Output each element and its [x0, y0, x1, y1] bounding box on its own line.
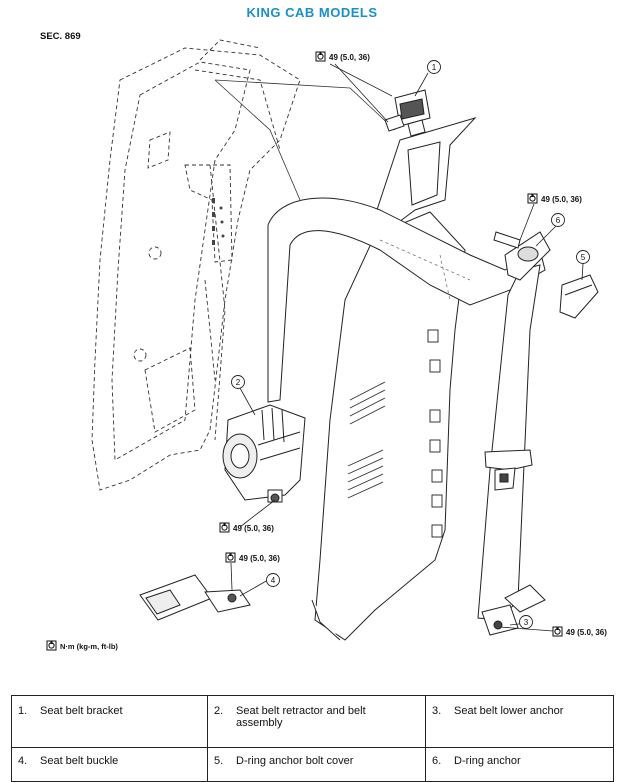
callout-2: 2: [236, 378, 241, 387]
d-ring-cover: [559, 274, 599, 319]
d-ring-anchor: [493, 231, 551, 281]
part-name: Seat belt retractor and belt assembly: [236, 705, 366, 729]
body-panel: [91, 39, 301, 491]
part-name: D-ring anchor: [454, 755, 521, 767]
body-panel-holes: [212, 198, 225, 245]
seat-belt-diagram: 49 (5.0, 36) 49 (5.0, 36) 49 (5.0, 36) 4…: [46, 39, 607, 651]
legend-cell: 2. Seat belt retractor and belt assembly: [207, 695, 426, 748]
pillar-clips: [427, 329, 443, 538]
part-number: 1.: [18, 705, 28, 717]
legend-cell: 4. Seat belt buckle: [11, 747, 208, 782]
torque-label-buckle: 49 (5.0, 36): [239, 554, 280, 563]
seat-belt-bracket: [384, 89, 431, 137]
retractor: [222, 404, 306, 503]
torque-label-d-ring: 49 (5.0, 36): [541, 195, 582, 204]
unit-legend: N·m (kg-m, ft-lb): [60, 642, 118, 651]
part-name: D-ring anchor bolt cover: [236, 755, 354, 767]
part-number: 2.: [214, 705, 224, 717]
belt-dashes: [379, 239, 471, 301]
torque-label-bracket: 49 (5.0, 36): [329, 53, 370, 62]
pillar-vent: [347, 381, 386, 499]
legend-cell: 1. Seat belt bracket: [11, 695, 208, 748]
parts-legend-table: 1. Seat belt bracket 2. Seat belt retracto…: [11, 695, 614, 782]
part-number: 6.: [432, 755, 442, 767]
legend-cell: 6. D-ring anchor: [425, 747, 614, 782]
page-title: KING CAB MODELS: [246, 5, 378, 20]
part-number: 5.: [214, 755, 224, 767]
legend-cell: 3. Seat belt lower anchor: [425, 695, 614, 748]
callout-6: 6: [556, 216, 561, 225]
torque-label-retractor: 49 (5.0, 36): [233, 524, 274, 533]
part-number: 3.: [432, 705, 442, 717]
part-number: 4.: [18, 755, 28, 767]
tongue-plate: [484, 449, 533, 491]
callout-3: 3: [524, 618, 529, 627]
seat-belt-buckle: [139, 574, 251, 621]
torque-label-lower-anchor: 49 (5.0, 36): [566, 628, 607, 637]
section-code: SEC. 869: [40, 31, 81, 42]
part-name: Seat belt bracket: [40, 705, 123, 717]
part-name: Seat belt lower anchor: [454, 705, 564, 717]
callout-5: 5: [581, 253, 586, 262]
legend-cell: 5. D-ring anchor bolt cover: [207, 747, 426, 782]
callout-1: 1: [432, 63, 437, 72]
callout-4: 4: [271, 576, 276, 585]
part-name: Seat belt buckle: [40, 755, 119, 767]
table-row: 4. Seat belt buckle 5. D-ring anchor bolt …: [11, 747, 614, 782]
belt-webbing: [267, 197, 546, 621]
table-row: 1. Seat belt bracket 2. Seat belt retracto…: [11, 695, 614, 748]
